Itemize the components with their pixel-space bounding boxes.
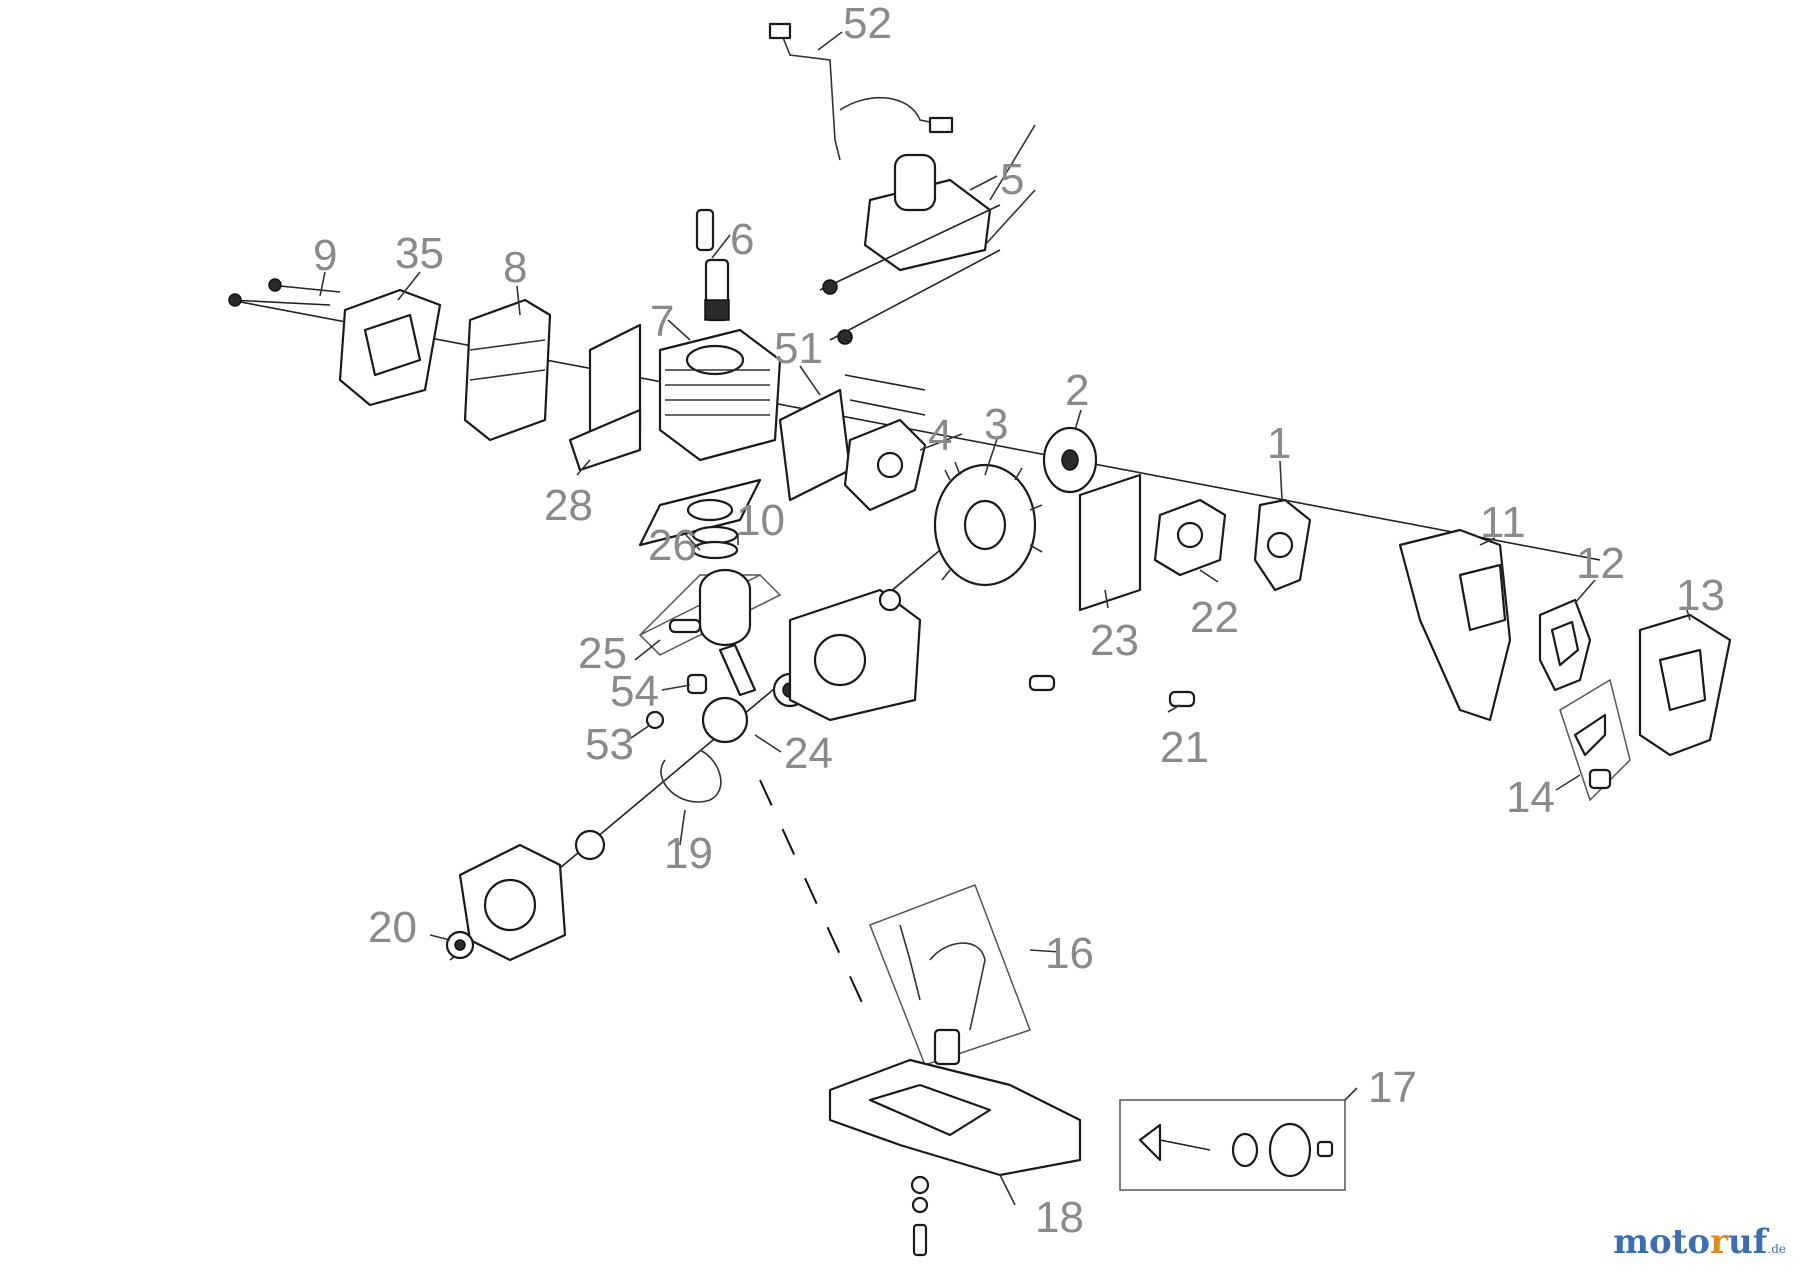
part-14-choke-kit <box>1559 678 1631 802</box>
part-7-cylinder <box>658 328 782 462</box>
part-35-muffler-cover <box>338 288 442 407</box>
label-13: 13 <box>1676 571 1725 620</box>
label-leaders <box>319 31 1691 1206</box>
label-24: 24 <box>784 729 833 778</box>
part-26-base-gasket <box>638 478 762 547</box>
part-11-housing <box>1398 528 1512 722</box>
label-10: 10 <box>736 496 785 545</box>
label-53: 53 <box>585 720 634 769</box>
watermark-part-a: moto <box>1613 1222 1711 1262</box>
part-9-bolts <box>228 278 341 307</box>
part-53-washer <box>645 710 665 730</box>
label-14: 14 <box>1506 773 1555 822</box>
part-5-ignition-coil <box>819 124 1036 345</box>
label-12: 12 <box>1576 539 1625 588</box>
label-35: 35 <box>395 229 444 278</box>
part-1-pulley <box>1253 498 1312 592</box>
part-21-spacers <box>1028 674 1196 708</box>
label-26: 26 <box>648 521 697 570</box>
label-11: 11 <box>1480 498 1526 547</box>
part-54-needle-bearing <box>686 673 708 695</box>
label-5: 5 <box>1000 155 1024 204</box>
part-8-muffler <box>463 298 552 442</box>
part-52-ignition-wire <box>768 22 954 161</box>
crankcase-half-left <box>458 829 606 962</box>
part-18-fuel-tank <box>828 1058 1082 1257</box>
assembly-axis-dashed <box>759 779 871 1021</box>
label-3: 3 <box>984 400 1008 449</box>
label-23: 23 <box>1090 616 1139 665</box>
label-28: 28 <box>544 481 593 530</box>
label-54: 54 <box>610 667 659 716</box>
part-labels: 52 5 6 7 8 9 35 51 2 4 3 1 28 26 10 11 1… <box>313 0 1725 1242</box>
part-28-heat-shield <box>568 323 642 472</box>
label-52: 52 <box>843 0 892 48</box>
label-2: 2 <box>1065 366 1089 415</box>
part-2-clutch <box>1042 426 1098 494</box>
label-22: 22 <box>1190 593 1239 642</box>
label-8: 8 <box>503 243 527 292</box>
label-4: 4 <box>928 411 952 460</box>
motoruf-watermark: motoruf.de <box>1613 1222 1786 1262</box>
part-17-fuel-cap-kit <box>1119 1099 1346 1191</box>
label-17: 17 <box>1368 1063 1417 1112</box>
part-20-seal <box>445 930 475 960</box>
crankcase-half-right <box>788 588 922 722</box>
part-25-piston-kit <box>638 568 782 656</box>
label-21: 21 <box>1160 723 1209 772</box>
part-12-air-filter <box>1538 598 1592 692</box>
label-19: 19 <box>664 829 713 878</box>
label-51: 51 <box>774 324 823 373</box>
assembly-axis-main <box>229 299 1601 561</box>
label-20: 20 <box>368 903 417 952</box>
label-9: 9 <box>313 231 337 280</box>
label-25: 25 <box>578 629 627 678</box>
label-16: 16 <box>1045 929 1094 978</box>
watermark-tld: .de <box>1767 1242 1786 1256</box>
part-19-crankcase-gasket <box>660 749 722 803</box>
part-23-plate <box>1078 473 1142 612</box>
label-7: 7 <box>650 297 674 346</box>
part-3-flywheel <box>933 461 1043 587</box>
part-13-air-filter-cover <box>1638 613 1732 757</box>
part-22-recoil-starter <box>1153 498 1227 577</box>
part-6-spark-plug <box>695 208 730 322</box>
label-18: 18 <box>1035 1193 1084 1242</box>
watermark-part-c: uf <box>1728 1222 1768 1262</box>
label-1: 1 <box>1267 419 1291 468</box>
part-4-carburetor <box>843 418 927 512</box>
part-10-piston-rings <box>691 525 739 560</box>
watermark-part-b: r <box>1710 1222 1729 1262</box>
label-6: 6 <box>730 215 754 264</box>
part-16-fuel-line-kit <box>869 884 1031 1066</box>
